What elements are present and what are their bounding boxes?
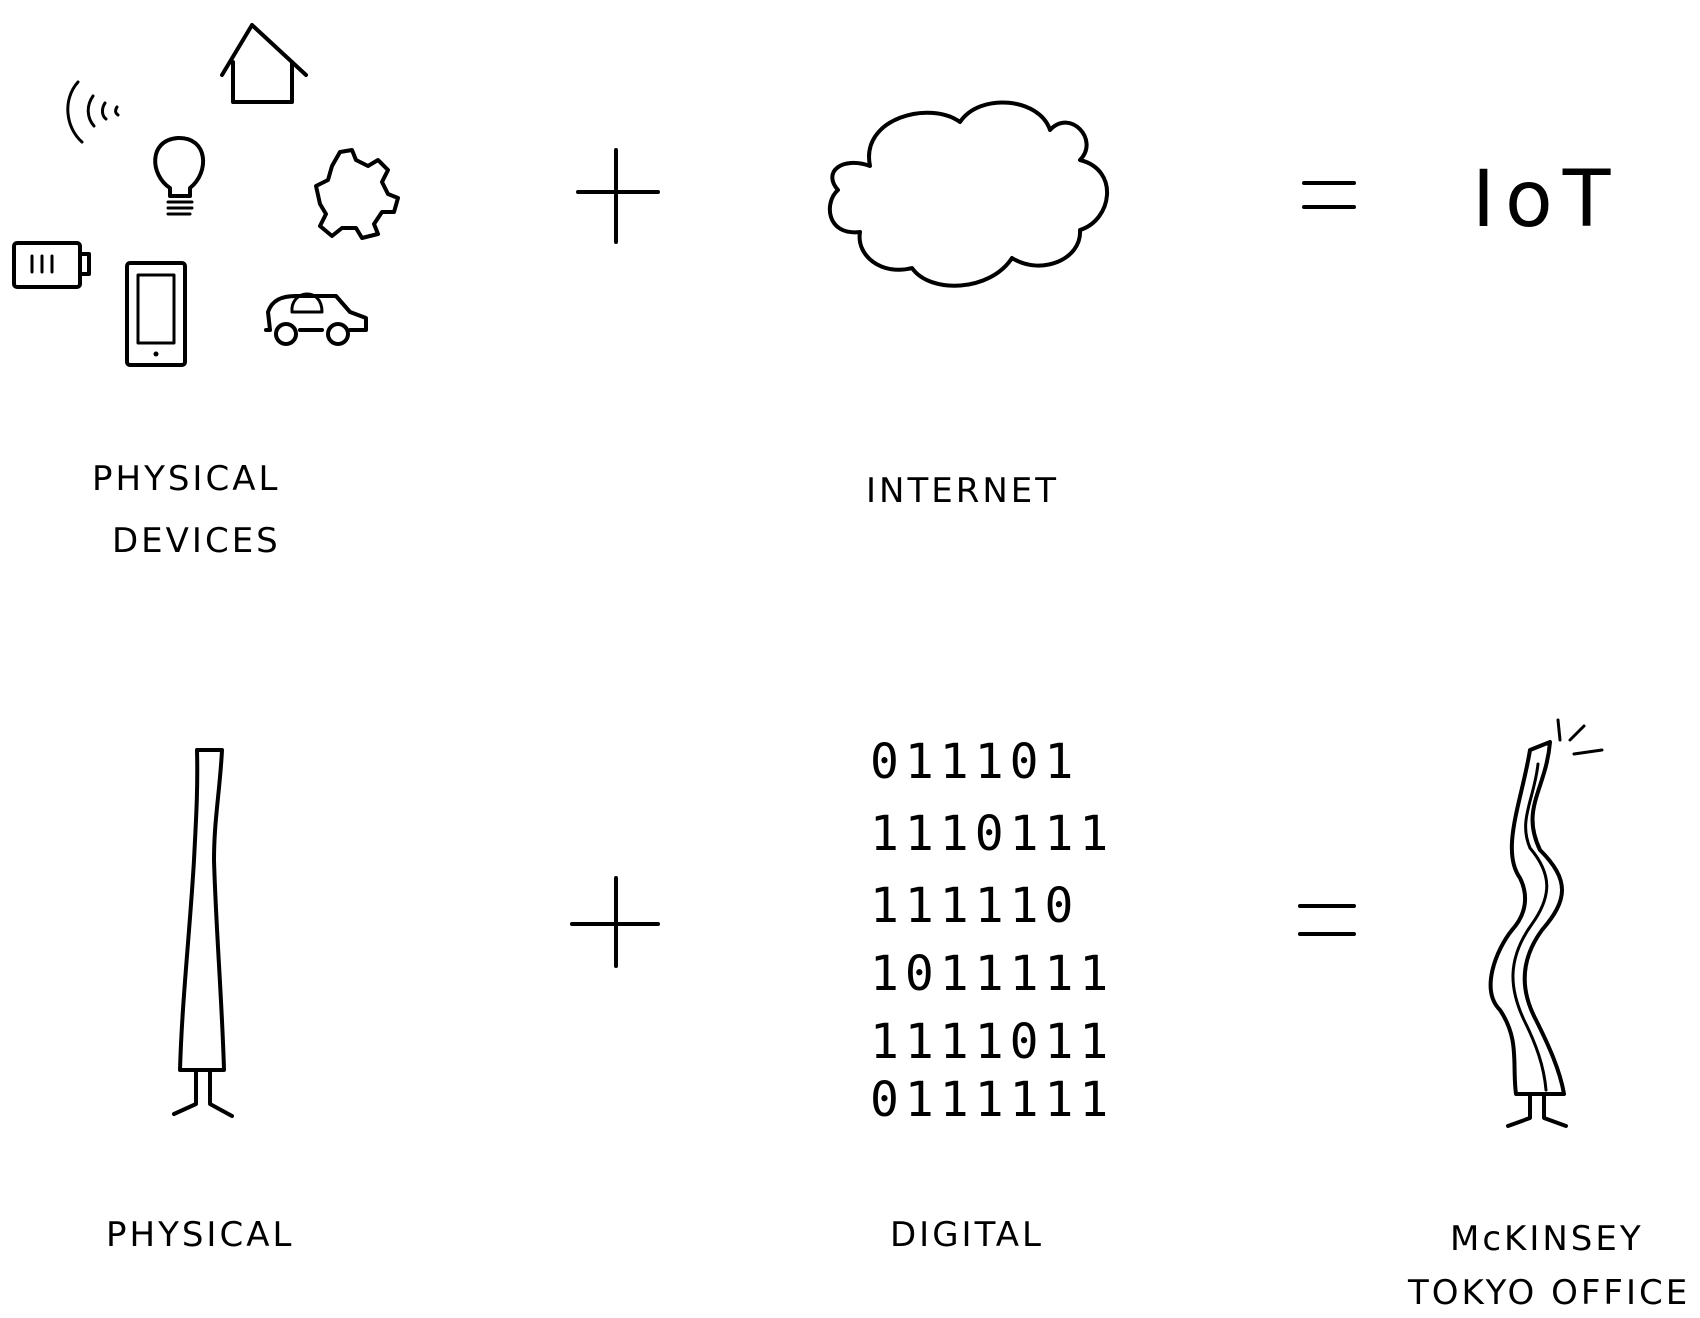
light-bulb-icon	[153, 135, 206, 216]
digital-label: DIGITAL	[890, 1215, 1044, 1255]
car-icon	[264, 292, 368, 346]
gear-icon	[314, 148, 400, 240]
wifi-signal-icon	[66, 80, 120, 144]
battery-icon	[12, 241, 91, 289]
mckinsey-tokyo-office-figure	[1488, 718, 1604, 1128]
plus-operator	[576, 148, 660, 244]
physical-devices-label-line1: PHYSICAL	[92, 459, 280, 499]
equals-operator	[1302, 181, 1356, 209]
binary-row: 1111011	[870, 1014, 1114, 1070]
smartphone-icon	[125, 261, 187, 367]
result-iot: IoT	[1472, 155, 1620, 245]
binary-row: 0111111	[870, 1072, 1114, 1128]
binary-row: 1110111	[870, 806, 1114, 862]
equals-operator-2	[1298, 904, 1356, 936]
physical-devices-label-line2: DEVICES	[112, 521, 281, 561]
physical-tower-figure	[172, 748, 234, 1118]
cloud-icon	[827, 100, 1109, 288]
binary-digits-grid: 011101 1110111 111110 1011111 1111011 01…	[870, 734, 1114, 1128]
house-icon	[220, 23, 308, 104]
internet-label: INTERNET	[866, 471, 1059, 511]
tokyo-office-label: TOKYO OFFICE	[1407, 1273, 1690, 1313]
binary-row: 111110	[870, 878, 1079, 934]
binary-row: 1011111	[870, 946, 1114, 1002]
physical-label: PHYSICAL	[106, 1215, 294, 1255]
plus-operator-2	[570, 876, 660, 968]
mckinsey-label: McKINSEY	[1450, 1219, 1644, 1259]
physical-devices-illustration	[12, 23, 400, 367]
binary-row: 011101	[870, 734, 1079, 790]
